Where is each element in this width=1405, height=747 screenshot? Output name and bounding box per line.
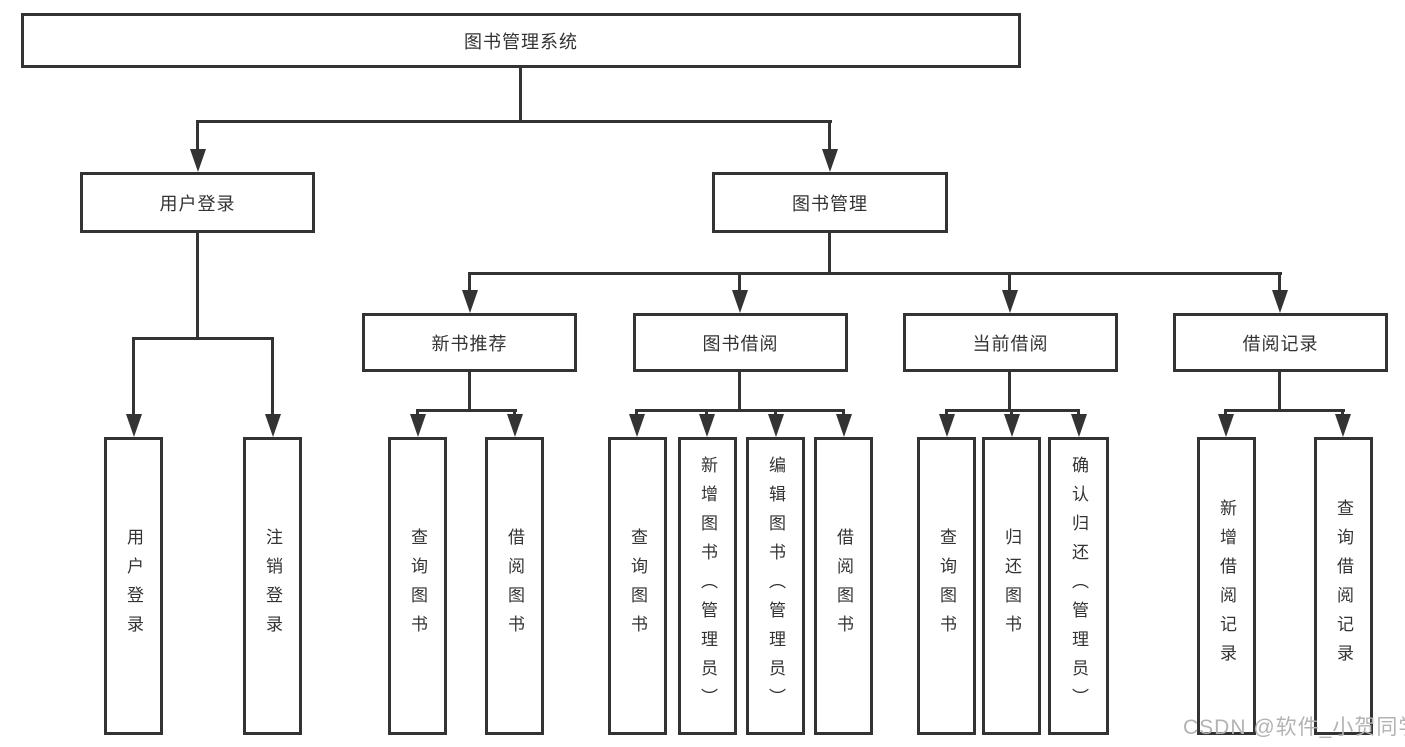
leaf-newbook-borrow-label: 借阅图书 [505,528,524,644]
leaf-records-query: 查询借阅记录 [1314,437,1373,735]
node-book-borrow-label: 图书借阅 [702,333,779,354]
arrow-down-icon [1218,414,1234,437]
leaf-newbook-query: 查询图书 [388,437,447,735]
leaf-newbook-query-label: 查询图书 [408,528,427,644]
node-book-mgmt: 图书管理 [712,172,948,233]
node-new-book-rec-label: 新书推荐 [431,333,508,354]
leaf-borrow-query-label: 查询图书 [628,528,647,644]
arrow-down-icon [699,414,715,437]
arrow-down-icon [1002,290,1018,313]
leaf-logout: 注销登录 [243,437,302,735]
leaf-borrow-query: 查询图书 [608,437,667,735]
arrow-down-icon [768,414,784,437]
node-book-mgmt-label: 图书管理 [792,193,868,214]
node-book-borrow: 图书借阅 [633,313,848,372]
connector-root-drop-right [828,120,831,153]
connector-root-stem [519,66,522,121]
leaf-borrow-edit-admin: 编辑图书（管理员） [746,437,805,735]
arrow-down-icon [1272,290,1288,313]
csdn-watermark: CSDN @软件_小贺同学 [1183,716,1405,739]
connector-bookmgmt-drop-1 [468,272,471,294]
leaf-records-add-label: 新增借阅记录 [1217,499,1236,673]
connector-userlogin-drop-2 [271,337,274,418]
connector-bookmgmt-drop-4 [1278,272,1281,294]
arrow-down-icon [462,290,478,313]
connector-userlogin-stem [196,231,199,340]
node-borrow-records-label: 借阅记录 [1242,333,1319,354]
arrow-down-icon [265,414,281,437]
arrow-down-icon [410,414,426,437]
arrow-down-icon [836,414,852,437]
node-root: 图书管理系统 [21,13,1021,68]
leaf-records-add: 新增借阅记录 [1197,437,1256,735]
node-current-borrow-label: 当前借阅 [972,333,1049,354]
node-root-label: 图书管理系统 [464,31,578,52]
node-current-borrow: 当前借阅 [903,313,1118,372]
arrow-down-icon [939,414,955,437]
node-borrow-records: 借阅记录 [1173,313,1388,372]
arrow-down-icon [1335,414,1351,437]
leaf-user-login-label: 用户登录 [124,528,143,644]
node-user-login-label: 用户登录 [159,193,236,214]
leaf-borrow-edit-admin-label: 编辑图书（管理员） [766,455,785,717]
connector-root-drop-left [196,120,199,153]
leaf-logout-label: 注销登录 [263,528,282,644]
connector-bookmgmt-bar [468,272,1282,275]
arrow-down-icon [822,149,838,172]
leaf-borrow-add-admin-label: 新增图书（管理员） [698,455,717,717]
connector-bookmgmt-stem [828,231,831,275]
connector-bookmgmt-drop-2 [738,272,741,294]
arrow-down-icon [732,290,748,313]
arrow-down-icon [1004,414,1020,437]
node-new-book-rec: 新书推荐 [362,313,577,372]
arrow-down-icon [629,414,645,437]
leaf-current-return-label: 归还图书 [1002,528,1021,644]
connector-borrow-bar [635,409,845,412]
connector-borrow-stem [738,370,741,412]
leaf-records-query-label: 查询借阅记录 [1334,499,1353,673]
leaf-borrow-add-admin: 新增图书（管理员） [678,437,737,735]
leaf-user-login: 用户登录 [104,437,163,735]
leaf-borrow-borrow-label: 借阅图书 [834,528,853,644]
leaf-current-query-label: 查询图书 [937,528,956,644]
leaf-current-confirm-admin: 确认归还（管理员） [1048,437,1109,735]
leaf-newbook-borrow: 借阅图书 [485,437,544,735]
connector-bookmgmt-drop-3 [1008,272,1011,294]
leaf-borrow-borrow: 借阅图书 [814,437,873,735]
leaf-current-confirm-admin-label: 确认归还（管理员） [1069,455,1088,717]
arrow-down-icon [126,414,142,437]
connector-userlogin-drop-1 [132,337,135,418]
connector-current-stem [1008,370,1011,412]
connector-userlogin-bar [132,337,274,340]
leaf-current-query: 查询图书 [917,437,976,735]
connector-records-stem [1278,370,1281,412]
leaf-current-return: 归还图书 [982,437,1041,735]
arrow-down-icon [190,149,206,172]
arrow-down-icon [507,414,523,437]
connector-newbook-bar [416,409,517,412]
connector-records-bar [1224,409,1345,412]
connector-root-bar [196,120,832,123]
connector-newbook-stem [468,370,471,412]
arrow-down-icon [1071,414,1087,437]
node-user-login: 用户登录 [80,172,315,233]
